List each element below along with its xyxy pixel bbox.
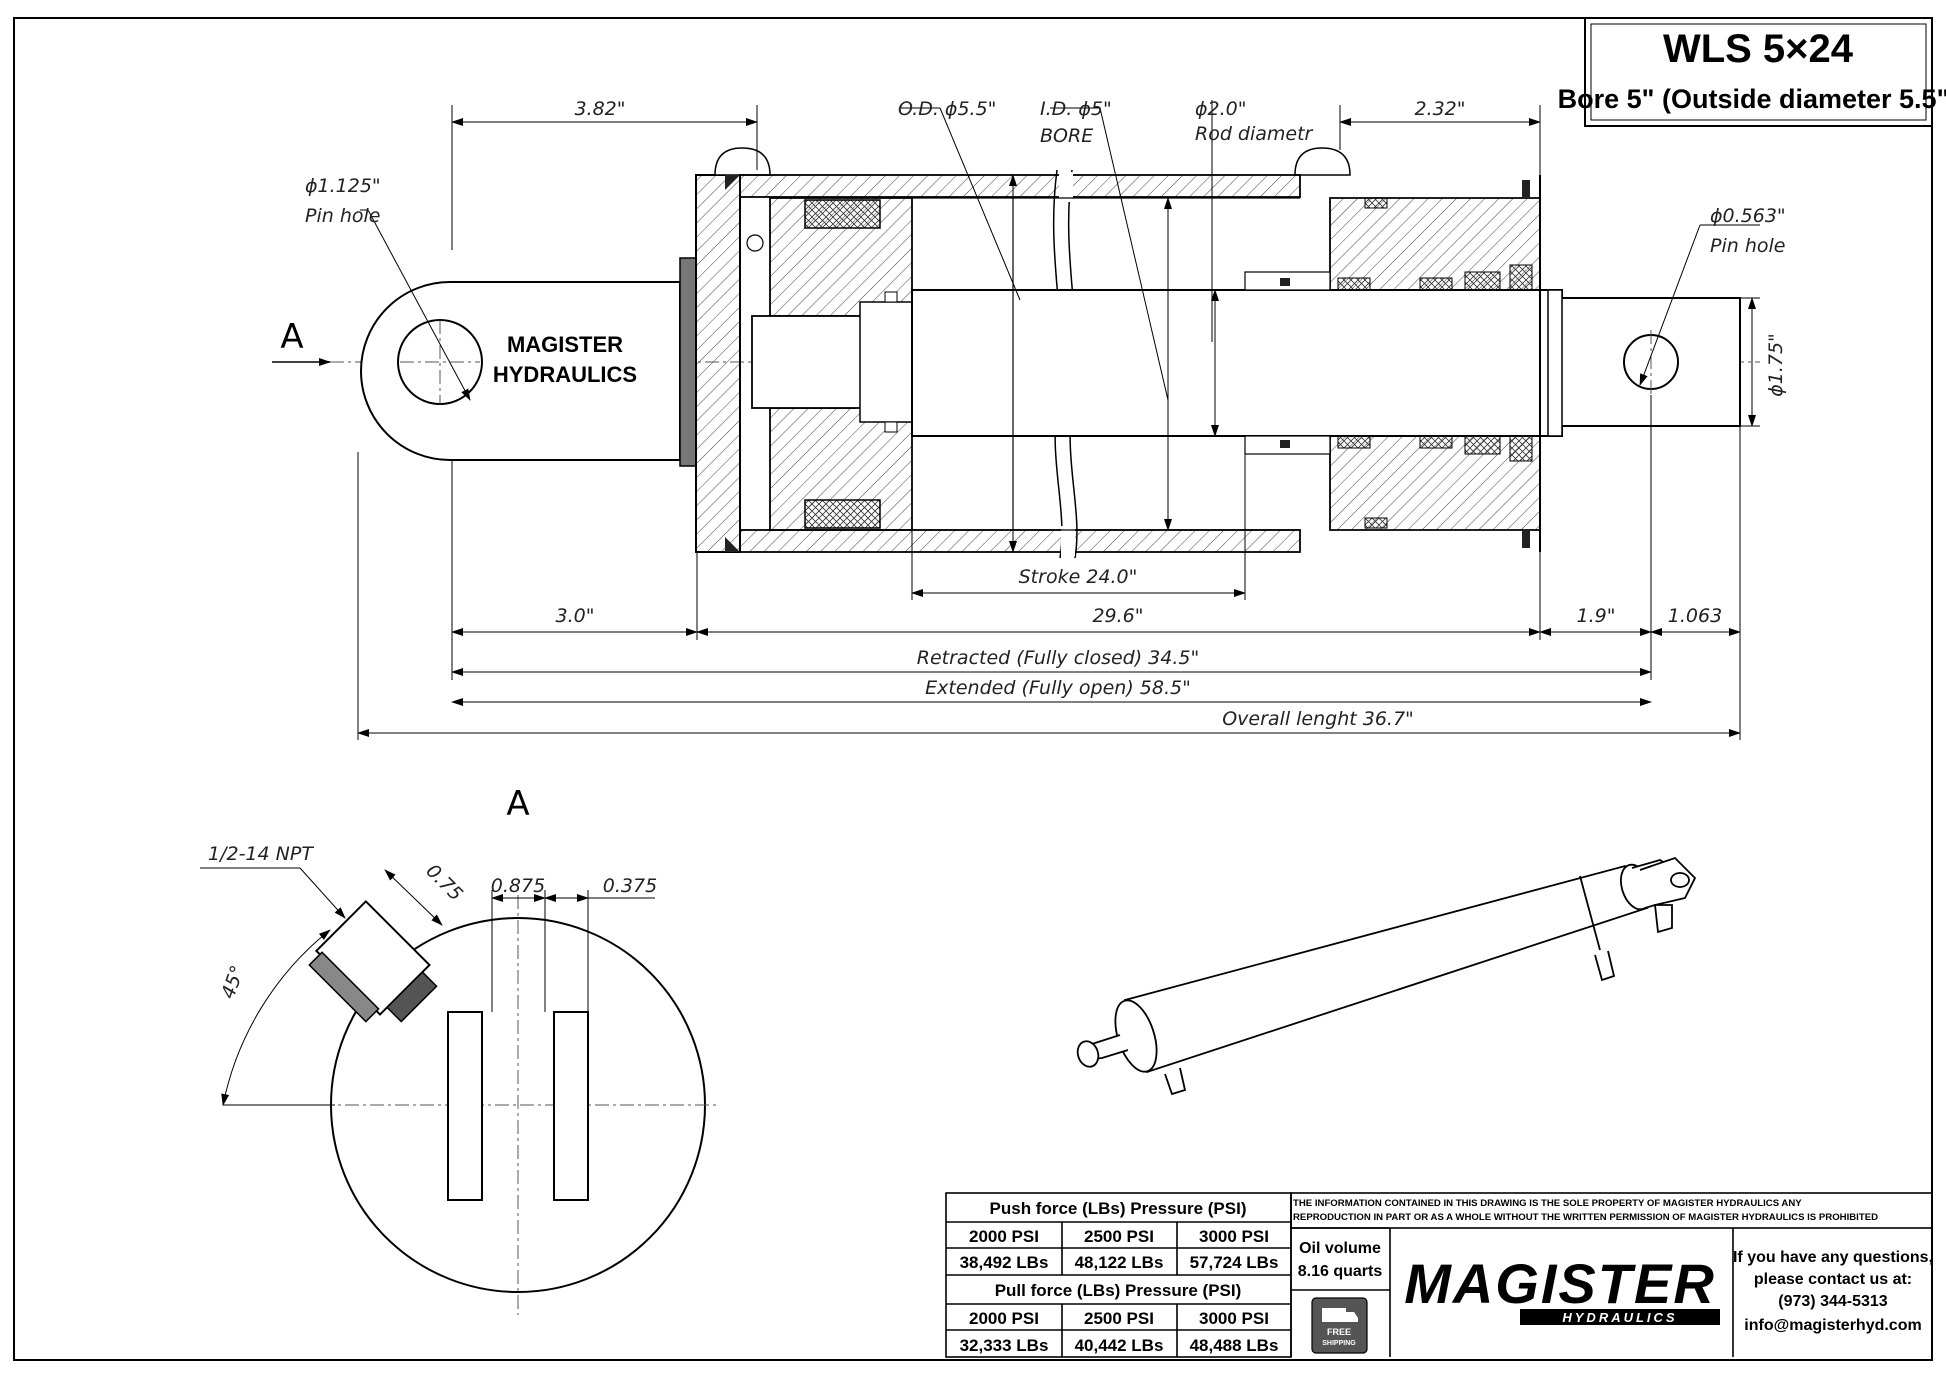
magister-logo: MAGISTER HYDRAULICS — [1404, 1252, 1720, 1325]
lug-right — [553, 1011, 589, 1201]
pull-value-3: 48,488 LBs — [1190, 1336, 1279, 1355]
push-pressure-1: 2000 PSI — [969, 1227, 1039, 1246]
oil-volume-label: Oil volume — [1299, 1240, 1381, 1257]
dim-od: O.D. ϕ5.5" — [898, 98, 996, 120]
force-table — [945, 1192, 1933, 1358]
gland-bottom — [1329, 435, 1541, 531]
dim-0-375: 0.375 — [603, 875, 657, 897]
dim-29-6: 29.6" — [1092, 605, 1143, 627]
isometric-view — [1076, 856, 1697, 1096]
view-marker-a: A — [272, 317, 331, 366]
dim-2-32: 2.32" — [1414, 98, 1465, 120]
dim-3-0: 3.0" — [556, 605, 595, 627]
dim-id: I.D. ϕ5" — [1040, 98, 1112, 120]
push-pressure-2: 2500 PSI — [1084, 1227, 1154, 1246]
dim-rod: ϕ2.0" — [1195, 98, 1247, 120]
end-view-a: A 1/2-14 NPT 0.75 0.875 0.375 — [200, 784, 720, 1315]
svg-text:SHIPPING: SHIPPING — [1322, 1340, 1356, 1347]
dim-retracted: Retracted (Fully closed) 34.5" — [917, 647, 1199, 669]
piston-nut — [751, 315, 863, 409]
barrel-bottom-wall — [739, 529, 1301, 553]
legal-notice-line-1: THE INFORMATION CONTAINED IN THIS DRAWIN… — [1293, 1198, 1802, 1209]
push-value-1: 38,492 LBs — [960, 1253, 1049, 1272]
port-boss-rod — [1294, 147, 1351, 176]
contact-line-2: please contact us at: — [1754, 1271, 1912, 1288]
dim-extended: Extended (Fully open) 58.5" — [925, 677, 1191, 699]
pull-pressure-2: 2500 PSI — [1084, 1309, 1154, 1328]
logo-sub: HYDRAULICS — [1562, 1310, 1677, 1325]
dim-npt: 1/2-14 NPT — [208, 843, 314, 865]
dim-rod-end-dia: ϕ1.75" — [1765, 333, 1787, 397]
clevis-weld — [679, 257, 697, 467]
dim-0-75: 0.75 — [421, 860, 466, 905]
push-pressure-3: 3000 PSI — [1199, 1227, 1269, 1246]
dim-1-9: 1.9" — [1577, 605, 1616, 627]
push-force-title: Push force (LBs) Pressure (PSI) — [990, 1199, 1247, 1218]
dim-pin-left-label: Pin hole — [305, 205, 380, 227]
dim-45-deg: 45° — [217, 963, 249, 1002]
dim-overall: Overall lenght 36.7" — [1222, 708, 1414, 730]
piston-seal-bottom — [804, 499, 881, 529]
pull-value-1: 32,333 LBs — [960, 1336, 1049, 1355]
dim-1-063: 1.063 — [1668, 605, 1722, 627]
push-value-2: 48,122 LBs — [1075, 1253, 1164, 1272]
base-cap — [695, 174, 741, 553]
sheet-frame — [13, 17, 1933, 1361]
lug-left — [447, 1011, 483, 1201]
contact-phone: (973) 344-5313 — [1778, 1293, 1888, 1310]
model-title: WLS 5×24 — [1663, 27, 1854, 71]
svg-text:A: A — [280, 317, 303, 357]
brand-line-2: HYDRAULICS — [493, 362, 637, 387]
model-subtitle: Bore 5" (Outside diameter 5.5") — [1558, 84, 1946, 114]
dim-pin-left: ϕ1.125" — [305, 175, 381, 197]
gland-top — [1329, 197, 1541, 291]
svg-text:FREE: FREE — [1327, 1327, 1351, 1337]
oil-volume-value: 8.16 quarts — [1298, 1263, 1383, 1280]
section-a-title: A — [506, 784, 529, 824]
dim-bore-label: BORE — [1040, 125, 1093, 147]
dimensions — [357, 100, 1760, 740]
legal-notice-line-2: REPRODUCTION IN PART OR AS A WHOLE WITHO… — [1293, 1212, 1878, 1223]
piston-rod — [911, 289, 1563, 437]
dim-3-82: 3.82" — [574, 98, 625, 120]
title-block: WLS 5×24 Bore 5" (Outside diameter 5.5") — [1558, 17, 1946, 127]
cylinder-section-view — [330, 147, 1760, 559]
pull-pressure-3: 3000 PSI — [1199, 1309, 1269, 1328]
free-shipping-icon: FREE SHIPPING — [1311, 1297, 1368, 1354]
dim-pin-right: ϕ0.563" — [1710, 205, 1786, 227]
dim-pin-right-label: Pin hole — [1710, 235, 1785, 257]
pull-force-title: Pull force (LBs) Pressure (PSI) — [995, 1281, 1242, 1300]
pull-pressure-1: 2000 PSI — [969, 1309, 1039, 1328]
brand-line-1: MAGISTER — [507, 332, 623, 357]
dim-stroke: Stroke 24.0" — [1019, 566, 1138, 588]
dim-0-875: 0.875 — [491, 875, 545, 897]
contact-line-1: If you have any questions, — [1733, 1249, 1933, 1266]
barrel-top-wall — [739, 174, 1301, 198]
dim-rod-label: Rod diametr — [1195, 123, 1314, 145]
piston-seal-top — [804, 199, 881, 229]
push-value-3: 57,724 LBs — [1190, 1253, 1279, 1272]
contact-email: info@magisterhyd.com — [1744, 1317, 1921, 1334]
logo-main: MAGISTER — [1404, 1252, 1716, 1315]
port-boss-base — [714, 147, 771, 176]
pull-value-2: 40,442 LBs — [1075, 1336, 1164, 1355]
